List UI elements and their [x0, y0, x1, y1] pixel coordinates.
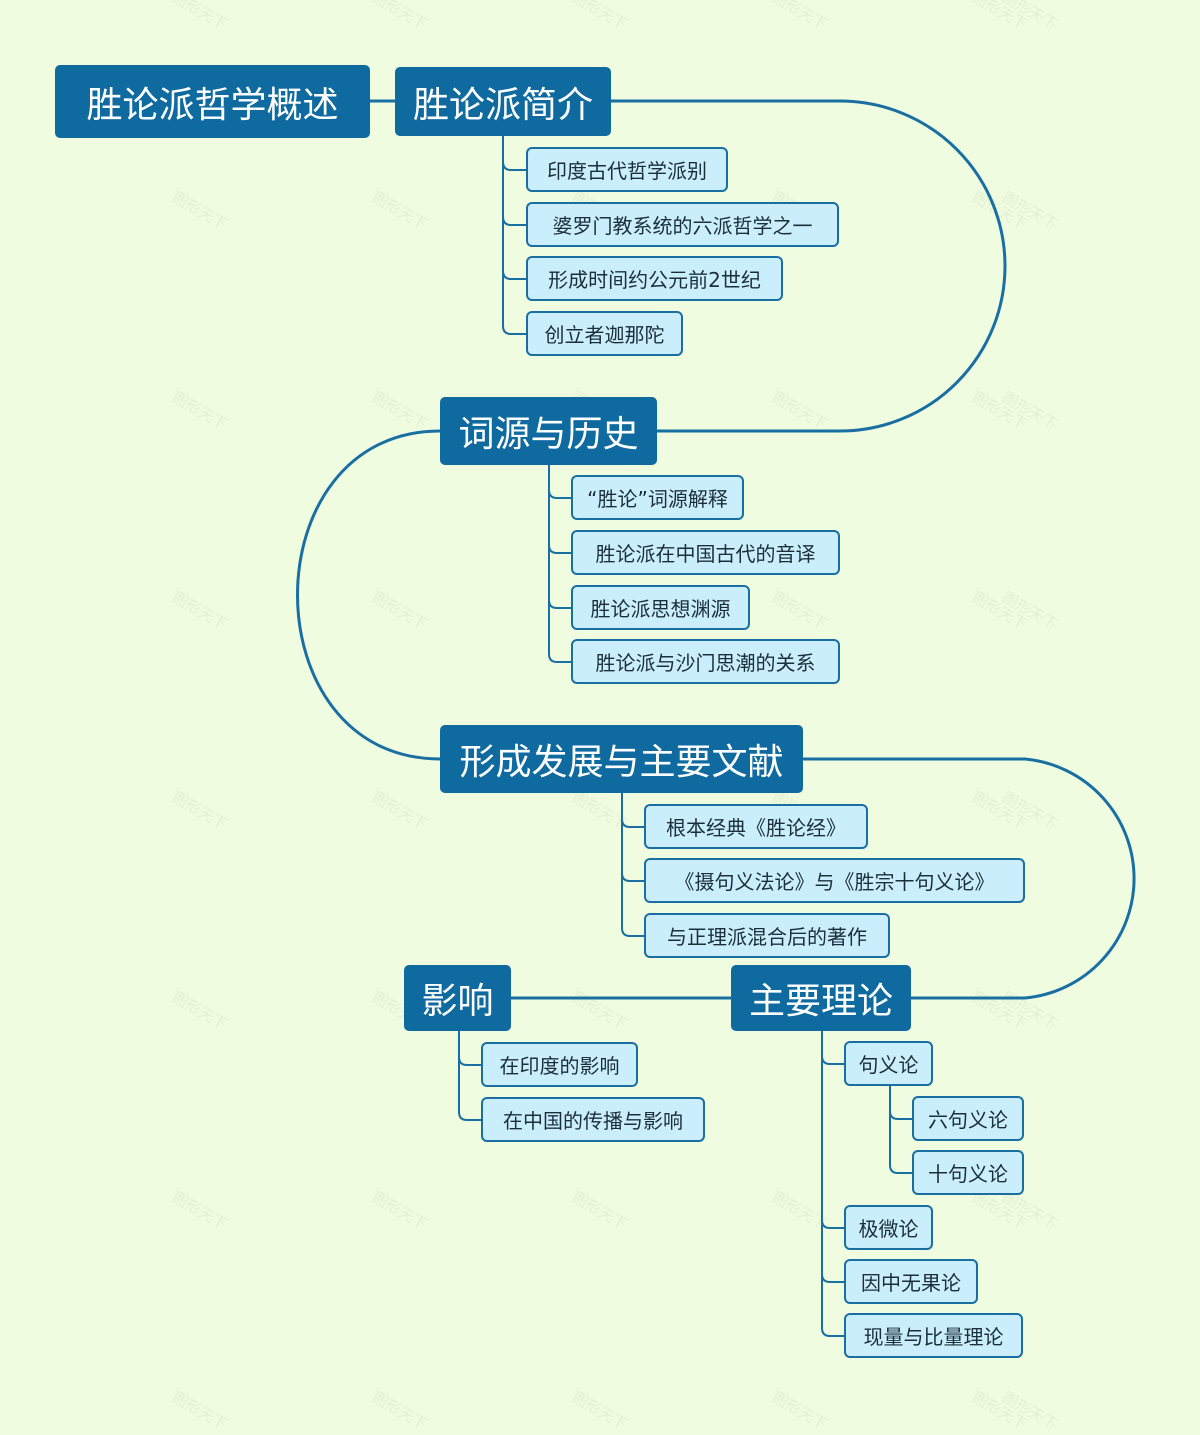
intro-branch [502, 135, 527, 335]
flow-curve-2 [296, 429, 442, 761]
theory-branch [821, 1030, 845, 1337]
topic-introduction[interactable]: 胜论派简介 [395, 67, 611, 136]
theory-item-padartha[interactable]: 句义论 [844, 1041, 933, 1086]
literature-branch [621, 792, 645, 937]
literature-item-2[interactable]: 《摄句义法论》与《胜宗十句义论》 [644, 858, 1025, 903]
intro-item-3[interactable]: 形成时间约公元前2世纪 [526, 256, 783, 301]
root-node[interactable]: 胜论派哲学概述 [55, 65, 370, 138]
literature-item-1[interactable]: 根本经典《胜论经》 [644, 804, 868, 849]
theory-item-atomism[interactable]: 极微论 [844, 1205, 933, 1250]
topic-etymology-history[interactable]: 词源与历史 [440, 397, 657, 465]
intro-item-1[interactable]: 印度古代哲学派别 [526, 147, 728, 192]
influence-item-china[interactable]: 在中国的传播与影响 [481, 1097, 705, 1142]
topic-main-theories[interactable]: 主要理论 [731, 965, 911, 1031]
literature-item-3[interactable]: 与正理派混合后的著作 [644, 913, 890, 958]
flow-curve-3 [801, 757, 1136, 1000]
theory-item-six-padartha[interactable]: 六句义论 [912, 1096, 1024, 1141]
theory-item-ten-padartha[interactable]: 十句义论 [912, 1150, 1024, 1195]
etymology-item-1[interactable]: “胜论”词源解释 [571, 475, 744, 520]
topic-influence[interactable]: 影响 [404, 965, 511, 1031]
flow-curve-1 [609, 99, 1007, 433]
padartha-branch [889, 1085, 913, 1174]
intro-item-2[interactable]: 婆罗门教系统的六派哲学之一 [526, 202, 839, 247]
influence-branch [458, 1030, 482, 1121]
theory-item-perception-inference[interactable]: 现量与比量理论 [844, 1313, 1023, 1358]
influence-item-india[interactable]: 在印度的影响 [481, 1042, 638, 1087]
topic-development-literature[interactable]: 形成发展与主要文献 [440, 725, 803, 793]
intro-item-4[interactable]: 创立者迦那陀 [526, 311, 683, 356]
theory-item-asatkaryavada[interactable]: 因中无果论 [844, 1259, 978, 1304]
etymology-item-2[interactable]: 胜论派在中国古代的音译 [571, 530, 840, 575]
etymology-branch [548, 464, 572, 663]
etymology-item-3[interactable]: 胜论派思想渊源 [571, 585, 750, 630]
etymology-item-4[interactable]: 胜论派与沙门思潮的关系 [571, 639, 840, 684]
